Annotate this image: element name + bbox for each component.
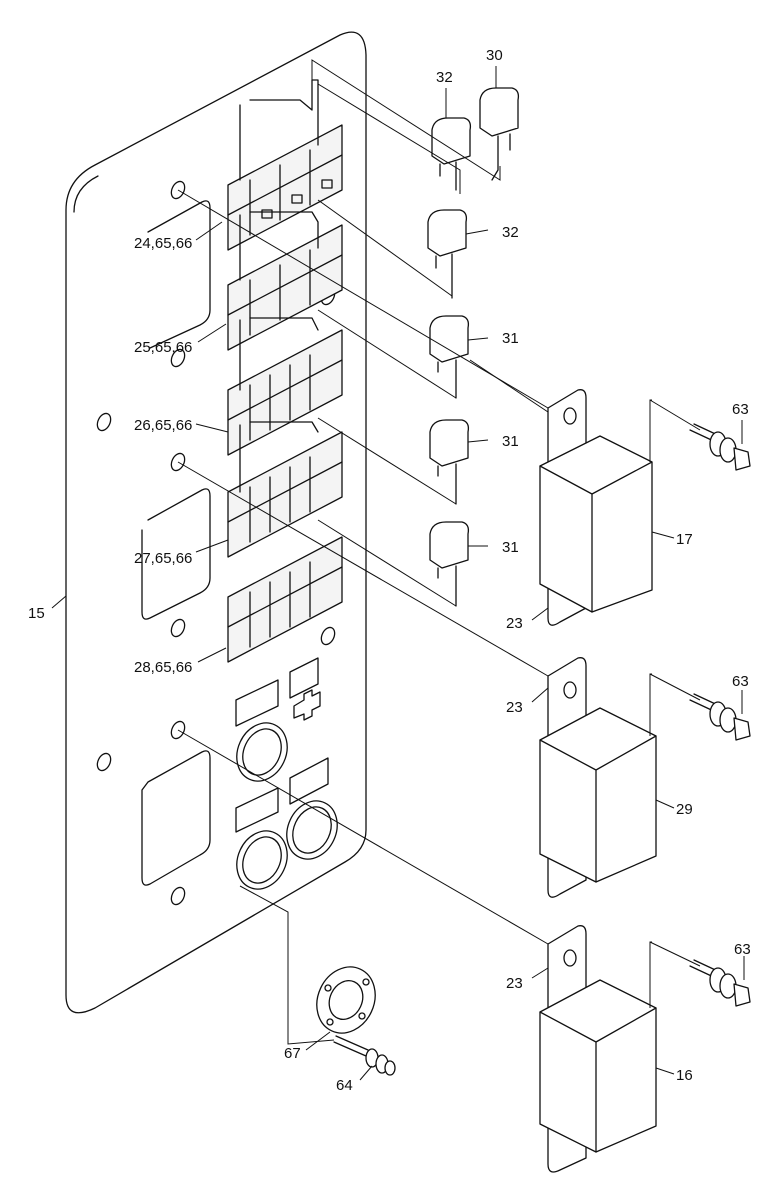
relay-31-c [429, 521, 470, 607]
callout-26: 26,65,66 [134, 417, 192, 434]
callout-31-a: 31 [502, 330, 519, 347]
bolt-63-c [689, 959, 751, 1007]
callout-29: 29 [676, 801, 693, 818]
callout-labels: 15 24,65,66 25,65,66 26,65,66 27,65,66 2… [28, 47, 751, 1094]
relay-17 [539, 389, 653, 626]
leader-lines [51, 66, 745, 1081]
assembly-lines [177, 59, 701, 1045]
relay-31-a [429, 315, 470, 399]
callout-23-c: 23 [506, 975, 523, 992]
relay-32-mid [427, 209, 468, 299]
bolt-63-a [689, 423, 751, 471]
callout-64: 64 [336, 1077, 353, 1094]
relay-16 [539, 925, 657, 1173]
connector-ring-67 [316, 966, 376, 1034]
callout-28: 28,65,66 [134, 659, 192, 676]
callout-17: 17 [676, 531, 693, 548]
callout-63-b: 63 [732, 673, 749, 690]
fuse-block-2 [227, 211, 343, 351]
fuse-block-1 [227, 79, 343, 251]
callout-31-c: 31 [502, 539, 519, 556]
callout-32-mid: 32 [502, 224, 519, 241]
callout-31-b: 31 [502, 433, 519, 450]
relay-29 [539, 657, 657, 898]
callout-67: 67 [284, 1045, 301, 1062]
callout-32-top: 32 [436, 69, 453, 86]
bolt-63-b [689, 693, 751, 741]
callout-27: 27,65,66 [134, 550, 192, 567]
callout-23-a: 23 [506, 615, 523, 632]
relay-31-b [429, 419, 470, 505]
fuse-block-3 [227, 317, 343, 456]
callout-63-a: 63 [732, 401, 749, 418]
relay-32-top [431, 117, 472, 191]
callout-24: 24,65,66 [134, 235, 192, 252]
callout-16: 16 [676, 1067, 693, 1084]
callout-15: 15 [28, 605, 45, 622]
callout-23-b: 23 [506, 699, 523, 716]
fuse-block-5 [227, 536, 343, 663]
fuse-block-4 [227, 421, 343, 558]
callout-25: 25,65,66 [134, 339, 192, 356]
callout-30: 30 [486, 47, 503, 64]
callout-63-c: 63 [734, 941, 751, 958]
screw-64 [333, 1035, 396, 1076]
relay-30 [479, 87, 520, 181]
